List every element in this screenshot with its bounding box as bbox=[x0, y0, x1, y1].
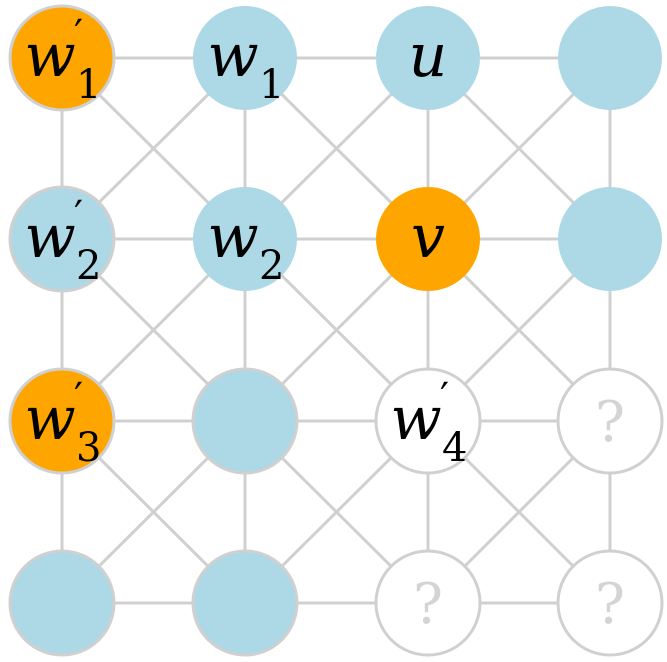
graph-node-w2p: w′2 bbox=[8, 185, 116, 293]
graph-node-q33: ? bbox=[556, 549, 664, 657]
node-circle bbox=[556, 367, 664, 475]
graph-node-q23: ? bbox=[556, 367, 664, 475]
unknown-node-label: ? bbox=[595, 572, 625, 637]
graph-node-n21 bbox=[191, 367, 299, 475]
node-label-subscript: 4 bbox=[442, 425, 467, 471]
graph-node-n30 bbox=[8, 549, 116, 657]
node-label: w bbox=[24, 384, 75, 454]
node-circle bbox=[8, 549, 116, 657]
node-label-prime: ′ bbox=[74, 375, 83, 421]
graph-node-v: v bbox=[376, 187, 480, 291]
node-label-prime: ′ bbox=[440, 375, 449, 421]
node-label: w bbox=[207, 21, 258, 91]
node-circle bbox=[376, 6, 480, 110]
node-label-prime: ′ bbox=[74, 12, 83, 58]
node-label-subscript: 2 bbox=[259, 243, 284, 289]
node-circle bbox=[374, 367, 482, 475]
node-label-subscript: 2 bbox=[76, 243, 101, 289]
graph-node-n31 bbox=[191, 549, 299, 657]
graph-node-n13 bbox=[558, 187, 662, 291]
node-label-subscript: 1 bbox=[259, 62, 284, 108]
node-circle bbox=[193, 187, 297, 291]
node-label: w bbox=[24, 21, 75, 91]
node-label: v bbox=[411, 202, 445, 272]
node-label: w bbox=[390, 384, 441, 454]
graph-node-w4p: w′4 bbox=[374, 367, 482, 475]
graph-node-w3p: w′3 bbox=[8, 367, 116, 475]
graph-node-q32: ? bbox=[374, 549, 482, 657]
node-label: u bbox=[409, 21, 448, 91]
graph-node-u: u bbox=[376, 6, 480, 110]
node-circle bbox=[558, 6, 662, 110]
node-label: w bbox=[207, 202, 258, 272]
graph-node-n03 bbox=[558, 6, 662, 110]
node-circle bbox=[8, 4, 116, 112]
node-circle bbox=[191, 367, 299, 475]
unknown-node-label: ? bbox=[595, 390, 625, 455]
node-circle bbox=[193, 6, 297, 110]
node-circle bbox=[374, 549, 482, 657]
node-label-prime: ′ bbox=[74, 193, 83, 239]
unknown-node-label: ? bbox=[413, 572, 443, 637]
node-circle bbox=[376, 187, 480, 291]
node-label-subscript: 1 bbox=[76, 62, 101, 108]
node-circle bbox=[556, 549, 664, 657]
graph-edges bbox=[60, 56, 612, 605]
node-label-subscript: 3 bbox=[76, 425, 101, 471]
node-label: w bbox=[24, 202, 75, 272]
node-circle bbox=[558, 187, 662, 291]
node-circle bbox=[8, 185, 116, 293]
graph-node-w1p: w′1 bbox=[8, 4, 116, 112]
node-circle bbox=[191, 549, 299, 657]
node-circle bbox=[8, 367, 116, 475]
